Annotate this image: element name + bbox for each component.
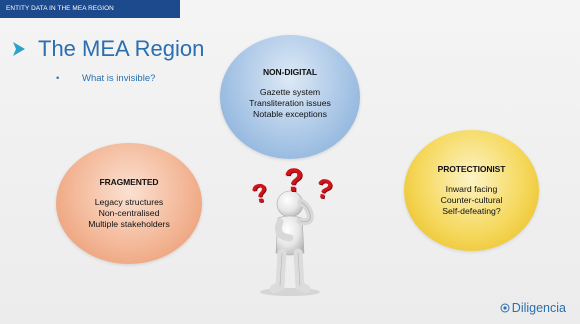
bubble-line: Counter-cultural <box>440 195 503 205</box>
bubble-heading: PROTECTIONIST <box>437 164 506 174</box>
bubble-fragmented: FRAGMENTED Legacy structures Non-central… <box>56 143 202 264</box>
diligencia-logo: Diligencia <box>500 301 566 315</box>
bubble-line: Non-centralised <box>98 208 160 218</box>
bullet-text: What is invisible? <box>82 73 156 84</box>
logo-text: Diligencia <box>511 301 566 315</box>
section-tag: ENTITY DATA IN THE MEA REGION <box>0 0 180 18</box>
chevron-right-icon <box>13 42 25 56</box>
question-mark: ? <box>248 176 271 210</box>
bubble-protectionist: PROTECTIONIST Inward facing Counter-cult… <box>404 130 539 251</box>
bubble-line: Gazette system <box>259 86 321 97</box>
bubble-heading: NON-DIGITAL <box>263 66 317 77</box>
bullet-item: • What is invisible? <box>56 73 155 84</box>
question-mark: ? <box>313 172 336 206</box>
page-title: The MEA Region <box>38 36 205 61</box>
bubble-line: Notable exceptions <box>253 108 327 119</box>
bubble-non-digital: NON-DIGITAL Gazette system Transliterati… <box>220 35 360 159</box>
bubble-line: Transliteration issues <box>249 97 331 108</box>
bubble-line: Inward facing <box>445 184 498 194</box>
question-marks: ? ? ? <box>246 160 346 210</box>
thinking-person-icon <box>260 190 320 296</box>
title-row: The MEA Region <box>12 36 204 62</box>
bubble-line: Legacy structures <box>94 197 164 207</box>
bubble-heading: FRAGMENTED <box>99 177 159 187</box>
bubble-line: Multiple stakeholders <box>88 219 170 229</box>
question-mark: ? <box>284 162 304 198</box>
bubble-line: Self-defeating? <box>442 206 501 216</box>
bullet-marker: • <box>56 73 60 84</box>
diligencia-logo-icon <box>500 303 510 313</box>
